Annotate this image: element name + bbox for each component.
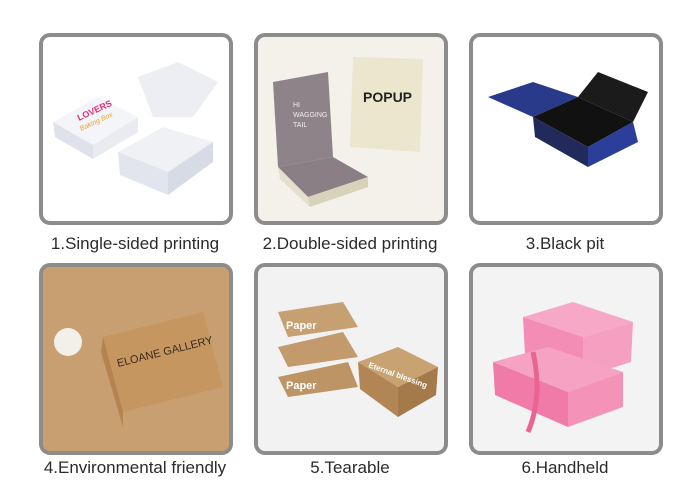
product-image-tearable: Paper Paper Eternal blessing: [254, 263, 448, 455]
label-single-sided-printing: 1.Single-sided printing: [50, 234, 220, 253]
label-black-pit: 3.Black pit: [525, 234, 605, 253]
box-print-text: Paper: [286, 380, 317, 392]
box-print-text: TAIL: [293, 122, 307, 129]
product-image-single-sided: LOVERS Baking Box: [39, 33, 233, 225]
product-image-double-sided: HI WAGGING TAIL POPUP: [254, 33, 448, 225]
box-print-text: WAGGING: [293, 112, 327, 119]
label-double-sided-printing: 2.Double-sided printing: [262, 234, 438, 253]
box-print-text: Paper: [286, 320, 317, 332]
label-handheld: 6.Handheld: [521, 458, 609, 477]
box-print-text: POPUP: [363, 89, 412, 105]
product-image-environmental: ELOANE GALLERY: [39, 263, 233, 455]
product-image-black-pit: [469, 33, 663, 225]
label-tearable: 5.Tearable: [310, 458, 390, 477]
product-image-handheld: [469, 263, 663, 455]
label-environmental-friendly: 4.Environmental friendly: [43, 458, 227, 477]
box-print-text: HI: [293, 102, 300, 109]
